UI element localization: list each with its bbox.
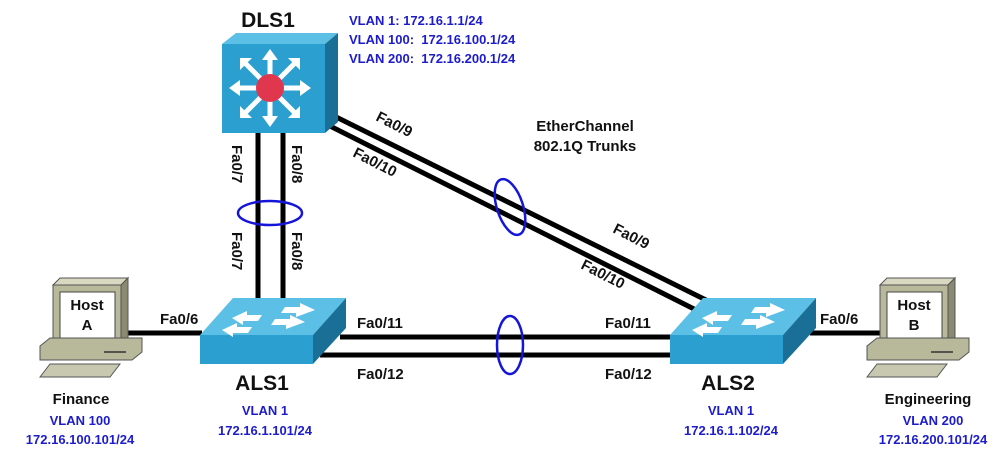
dls1-label: DLS1 xyxy=(241,9,295,32)
host-a-pc-icon[interactable] xyxy=(38,276,143,378)
host-b-label-line1: Host xyxy=(897,297,930,314)
host-a-ip: 172.16.100.101/24 xyxy=(26,432,135,447)
als2-switch-icon[interactable] xyxy=(670,298,816,364)
etherchannel-annotation-line1: EtherChannel xyxy=(536,118,634,135)
port-label-dls1-fa07: Fa0/7 xyxy=(228,145,245,183)
als1-label: ALS1 xyxy=(235,372,289,395)
port-label-als1-fa07: Fa0/7 xyxy=(228,232,245,270)
host-b-label-line2: B xyxy=(909,317,920,334)
port-label-als2-fa09: Fa0/9 xyxy=(610,220,652,253)
etherchannel-dls1-als1 xyxy=(236,199,304,227)
als2-vlan: VLAN 1 xyxy=(708,403,754,418)
link-dls1-als2-fa09 xyxy=(324,109,712,305)
port-label-als1-fa08: Fa0/8 xyxy=(288,232,305,270)
port-label-als2-fa06: Fa0/6 xyxy=(820,311,858,328)
host-a-label-line1: Host xyxy=(70,297,103,314)
host-b-pc-icon[interactable] xyxy=(865,276,970,378)
als1-vlan: VLAN 1 xyxy=(242,403,288,418)
als1-switch-icon[interactable] xyxy=(200,298,346,364)
als1-ip: 172.16.1.101/24 xyxy=(218,423,313,438)
port-label-als1-fa06: Fa0/6 xyxy=(160,311,198,328)
port-label-als1-fa012: Fa0/12 xyxy=(357,366,404,383)
etherchannel-dls1-als2 xyxy=(493,177,527,237)
host-b-vlan: VLAN 200 xyxy=(903,413,964,428)
host-a-label-line2: A xyxy=(82,317,93,334)
port-label-als2-fa012: Fa0/12 xyxy=(605,366,652,383)
host-a-department: Finance xyxy=(53,391,110,408)
port-label-als1-fa011: Fa0/11 xyxy=(357,315,403,332)
host-a-vlan: VLAN 100 xyxy=(50,413,111,428)
host-b-department: Engineering xyxy=(885,391,972,408)
etherchannel-annotation-line2: 802.1Q Trunks xyxy=(534,138,637,155)
dls1-vlan200: VLAN 200: 172.16.200.1/24 xyxy=(349,51,516,66)
host-b-ip: 172.16.200.101/24 xyxy=(879,432,988,447)
port-label-dls1-fa08: Fa0/8 xyxy=(288,145,305,183)
dls1-vlan100: VLAN 100: 172.16.100.1/24 xyxy=(349,32,516,47)
etherchannel-als1-als2 xyxy=(495,314,525,376)
als2-label: ALS2 xyxy=(701,372,755,395)
links xyxy=(126,109,882,358)
als2-ip: 172.16.1.102/24 xyxy=(684,423,779,438)
dls1-multilayer-switch-icon[interactable] xyxy=(222,33,338,133)
dls1-vlan1: VLAN 1: 172.16.1.1/24 xyxy=(349,13,483,28)
port-label-als2-fa011: Fa0/11 xyxy=(605,315,651,332)
link-dls1-als2-fa010 xyxy=(324,121,698,313)
